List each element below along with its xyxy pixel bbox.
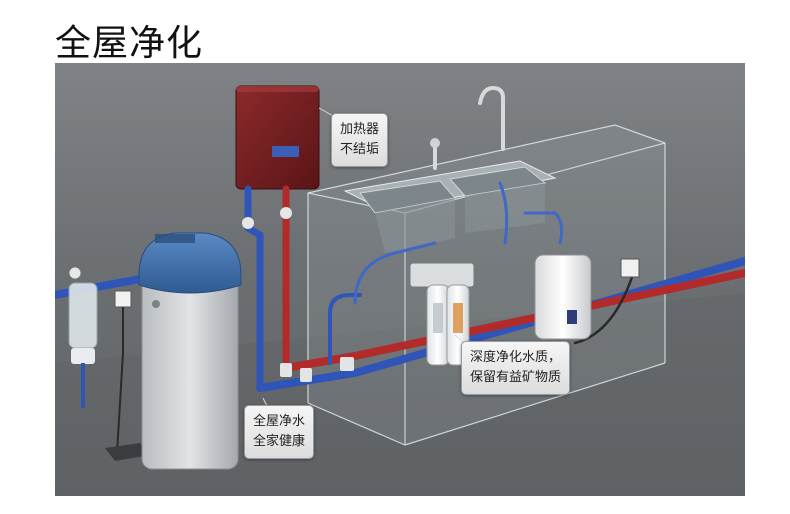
- whole-house-callout-line1: 全屋净水: [253, 414, 306, 429]
- faucet-base: [430, 138, 440, 148]
- water-heater: [235, 85, 320, 190]
- floor-drain: [105, 443, 150, 461]
- heater-callout: 加热器 不结垢: [331, 113, 389, 167]
- purifier-callout: 深度净化水质， 保留有益矿物质: [461, 341, 571, 395]
- water-softener: [138, 232, 242, 470]
- page-title: 全屋净化: [55, 23, 204, 64]
- kitchen-sink: [343, 160, 557, 253]
- whole-house-callout-line2: 全家健康: [253, 434, 306, 449]
- purifier-callout-line2: 保留有益矿物质: [470, 370, 562, 385]
- purifier-callout-line1: 深度净化水质，: [470, 350, 562, 365]
- installation-illustration: 加热器 不结垢 深度净化水质， 保留有益矿物质 全屋净水 全家健康: [55, 63, 745, 496]
- whole-house-callout: 全屋净水 全家健康: [244, 405, 315, 459]
- installation-drawing: [55, 85, 745, 496]
- heater-callout-line2: 不结垢: [340, 142, 380, 157]
- pipe-joints: [280, 357, 354, 382]
- power-cable: [116, 307, 124, 454]
- heater-callout-line1: 加热器: [340, 122, 380, 137]
- filter-cartridges: [409, 262, 475, 366]
- pre-filter: [68, 266, 98, 408]
- valve: [280, 207, 292, 219]
- valve: [242, 217, 254, 229]
- under-sink-heater: [534, 254, 640, 340]
- callout-leaders: [262, 107, 468, 407]
